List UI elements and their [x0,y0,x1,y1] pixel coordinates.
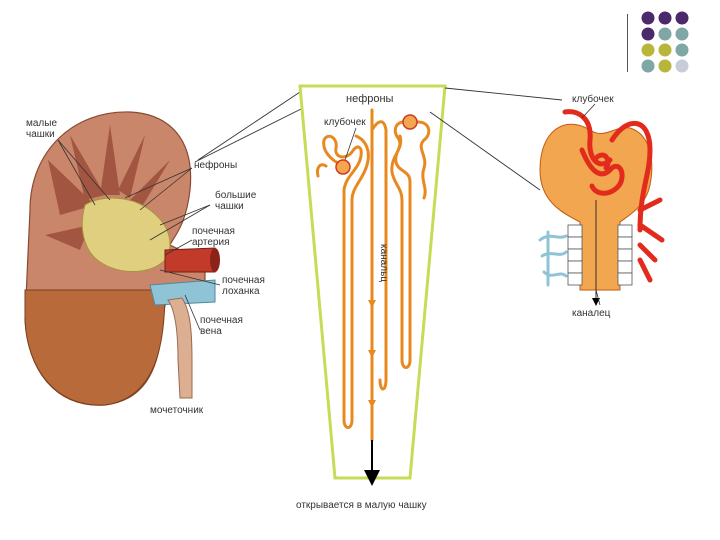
label-minor-calyces: малые чашки [26,118,57,140]
label-pyramid-glomerulus: клубочек [324,117,366,128]
label-renal-artery: почечная артерия [192,226,235,248]
glomerulus-left [336,160,350,174]
renal-pyramid [300,86,445,486]
kidney-illustration [25,112,220,405]
label-major-calyces: большие чашки [215,190,256,212]
label-ureter: мочеточник [150,405,203,416]
label-kidney-nephrons: нефроны [194,160,237,171]
label-pyramid-nephrons: нефроны [346,94,393,105]
glomerulus-right [403,115,417,129]
label-renal-vein: почечная вена [200,315,243,337]
label-renal-pelvis: почечная лоханка [222,275,265,297]
renal-artery-opening [210,248,220,272]
nephron-detail [540,104,662,306]
kidney-lower-cortex [25,290,165,405]
ureter [168,298,192,398]
label-detail-tubule: каналец [572,308,610,319]
connector-lines-left [195,90,307,162]
label-detail-glomerulus: клубочек [572,94,614,105]
label-pyramid-duct: канальц [378,244,389,282]
renal-artery [165,248,215,272]
label-pyramid-opening: открывается в малую чашку [296,500,427,511]
venous-vessels [540,232,566,285]
